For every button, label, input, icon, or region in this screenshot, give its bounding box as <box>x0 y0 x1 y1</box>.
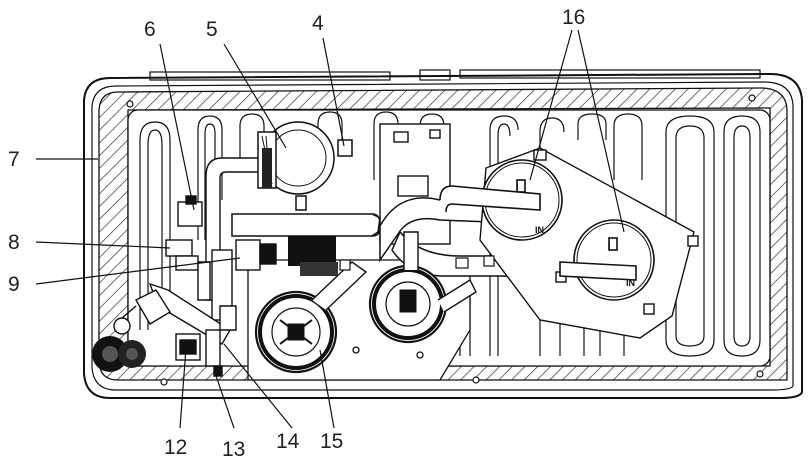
callout-6: 6 <box>144 18 156 41</box>
valve-assembly <box>113 282 237 377</box>
leader-lines <box>35 29 625 429</box>
leader-15 <box>319 349 335 429</box>
leader-9 <box>35 257 241 285</box>
leader-12 <box>179 347 187 429</box>
tank-16-upper <box>439 159 563 241</box>
mount-points <box>126 94 764 386</box>
left-fittings <box>165 195 277 301</box>
leader-4 <box>322 37 345 147</box>
callout-13: 13 <box>222 438 245 461</box>
tank-16-lower <box>559 219 655 301</box>
upper-tank-port-label: IN <box>535 225 544 235</box>
callout-16: 16 <box>562 6 585 29</box>
leader-13 <box>213 369 235 429</box>
leader-8 <box>35 241 171 249</box>
callout-15: 15 <box>320 430 343 453</box>
callout-12: 12 <box>164 436 187 459</box>
hose-fitting <box>92 336 146 372</box>
lower-tank-mark: I <box>608 241 611 251</box>
callout-14: 14 <box>276 430 300 453</box>
lower-tank-port-label: IN <box>626 278 635 288</box>
callout-8: 8 <box>8 231 20 254</box>
leader-6 <box>159 43 195 211</box>
cooling-channels <box>139 111 761 357</box>
upper-tank-mark: I <box>516 182 519 192</box>
callout-7: 7 <box>8 148 20 171</box>
leader-14 <box>223 343 293 429</box>
leader-16-b <box>577 29 625 233</box>
leader-16-a <box>529 29 573 181</box>
callout-5: 5 <box>206 18 218 41</box>
compressor-right <box>368 231 477 344</box>
callout-9: 9 <box>8 273 20 296</box>
compressor-15 <box>254 261 368 374</box>
dense-coil-area <box>262 148 338 276</box>
leader-5 <box>223 43 287 149</box>
outer-housing <box>83 69 803 399</box>
callout-4: 4 <box>312 12 324 35</box>
